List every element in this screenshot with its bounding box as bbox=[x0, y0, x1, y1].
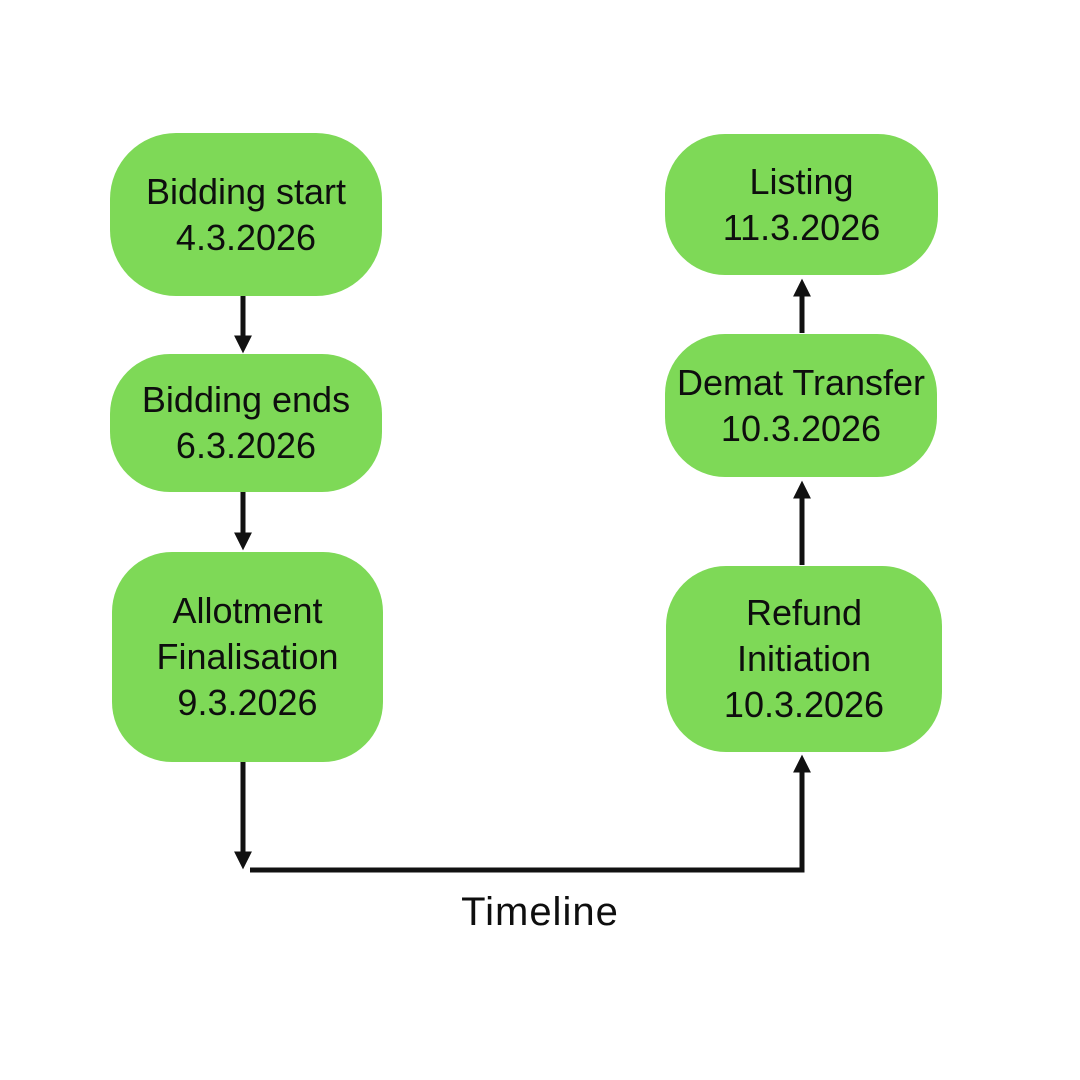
node-bidding-start: Bidding start 4.3.2026 bbox=[110, 133, 382, 296]
diagram-title: Timeline bbox=[461, 890, 619, 934]
node-listing: Listing 11.3.2026 bbox=[665, 134, 938, 275]
node-label: Initiation bbox=[736, 638, 872, 679]
node-bidding-ends: Bidding ends 6.3.2026 bbox=[110, 354, 382, 492]
node-refund-initiation: Refund Initiation 10.3.2026 bbox=[666, 566, 942, 752]
node-date: 6.3.2026 bbox=[175, 425, 317, 466]
node-label: Finalisation bbox=[156, 636, 339, 677]
node-label: Demat Transfer bbox=[676, 361, 926, 403]
node-date: 4.3.2026 bbox=[175, 216, 317, 258]
node-label: Bidding ends bbox=[141, 379, 351, 420]
node-label: Bidding start bbox=[145, 170, 347, 212]
node-date: 10.3.2026 bbox=[723, 684, 885, 725]
node-label: Refund bbox=[745, 592, 863, 633]
node-date: 10.3.2026 bbox=[720, 407, 882, 449]
node-label: Allotment bbox=[172, 590, 323, 631]
node-allotment-finalisation: Allotment Finalisation 9.3.2026 bbox=[112, 552, 383, 762]
arrow-elbow-to-refund-initiation bbox=[250, 754, 811, 873]
node-date: 11.3.2026 bbox=[722, 206, 881, 248]
node-date: 9.3.2026 bbox=[177, 682, 318, 723]
node-label: Listing bbox=[749, 160, 854, 202]
node-demat-transfer: Demat Transfer 10.3.2026 bbox=[665, 334, 937, 477]
